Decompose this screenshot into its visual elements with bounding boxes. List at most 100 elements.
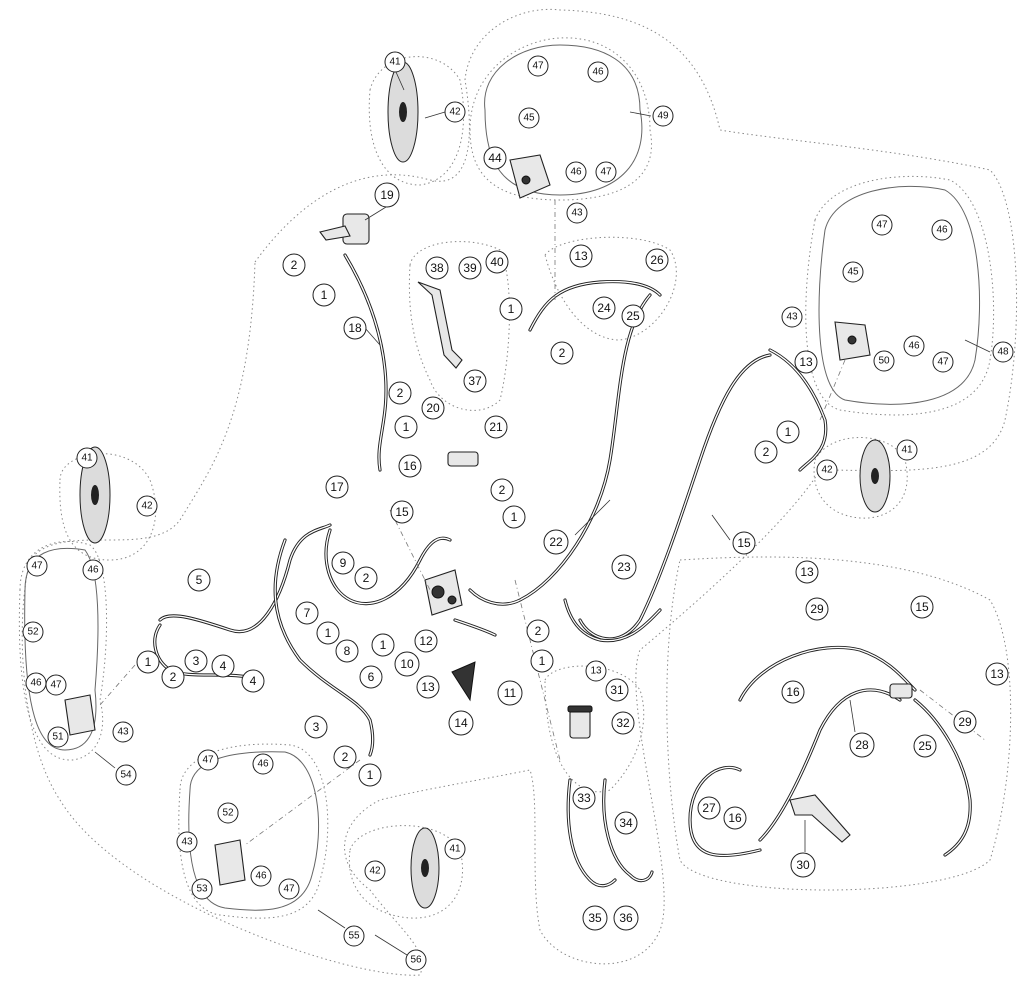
callout-circle	[414, 629, 438, 653]
pipe-13-right	[578, 353, 772, 641]
callout-circle	[112, 721, 134, 743]
disc-right	[859, 439, 891, 513]
callout-number: 23	[617, 560, 631, 574]
callout-number: 29	[810, 602, 824, 616]
leader-42-top	[424, 111, 446, 119]
caliper-53	[214, 839, 246, 886]
callout-47-100: 47	[197, 749, 219, 771]
callout-number: 45	[847, 267, 859, 278]
callout-2-23: 2	[550, 341, 574, 365]
callout-circle	[384, 51, 406, 73]
callout-29-96: 29	[953, 710, 977, 734]
callout-circle	[295, 601, 319, 625]
callout-circle	[913, 734, 937, 758]
callout-number: 32	[616, 716, 630, 730]
callout-2-35: 2	[388, 381, 412, 405]
callout-47-24: 47	[871, 214, 893, 236]
callout-number: 46	[592, 67, 604, 78]
callout-circle	[394, 415, 418, 439]
caliper-44	[509, 154, 551, 199]
callout-number: 43	[117, 727, 129, 738]
callout-number: 2	[535, 624, 542, 638]
callout-5-61: 5	[187, 568, 211, 592]
callout-36-88: 36	[613, 905, 639, 931]
group-outline-top-disc	[368, 56, 465, 186]
callout-number: 41	[389, 57, 401, 68]
callout-41-40: 41	[896, 439, 918, 461]
group-outline-handlebar	[666, 556, 1012, 891]
callout-circle	[47, 726, 69, 748]
callout-number: 44	[488, 151, 502, 165]
callout-number: 1	[380, 638, 387, 652]
bracket-14	[451, 661, 476, 702]
callout-29-90: 29	[805, 597, 829, 621]
callout-16-37: 16	[398, 454, 422, 478]
callout-number: 15	[737, 536, 751, 550]
callout-1-36: 1	[394, 415, 418, 439]
callout-2-39: 2	[754, 440, 778, 464]
callout-46-52: 46	[82, 559, 104, 581]
callout-circle	[374, 182, 400, 208]
callout-51-56: 51	[47, 726, 69, 748]
callout-19-2: 19	[374, 182, 400, 208]
callout-circle	[444, 838, 466, 860]
pipe-6-inner	[274, 539, 374, 756]
callout-number: 41	[449, 844, 461, 855]
callout-number: 29	[958, 715, 972, 729]
callout-35-87: 35	[582, 905, 608, 931]
callout-number: 15	[395, 505, 409, 519]
sub-box-49	[484, 44, 643, 196]
callout-circle	[896, 439, 918, 461]
callout-46-7: 46	[587, 61, 609, 83]
callout-number: 2	[363, 571, 370, 585]
callout-39-15: 39	[458, 256, 482, 280]
pipe-26-inner	[529, 280, 661, 331]
callout-circle	[645, 248, 669, 272]
callout-37-17: 37	[463, 369, 487, 393]
callout-46-25: 46	[931, 219, 953, 241]
callout-circle	[26, 555, 48, 577]
callout-30-99: 30	[790, 852, 816, 878]
callout-13-95: 13	[985, 662, 1009, 686]
callout-circle	[312, 283, 336, 307]
cable-28-inner	[759, 689, 901, 841]
group-outline-left-disc	[59, 453, 157, 561]
callout-circle	[304, 715, 328, 739]
cable-16-inner	[739, 646, 916, 701]
callout-number: 16	[786, 685, 800, 699]
callout-number: 21	[489, 420, 503, 434]
callout-13-89: 13	[795, 560, 819, 584]
pipe-right-upper-inner	[769, 349, 827, 471]
callout-number: 13	[421, 680, 435, 694]
callout-circle	[335, 639, 359, 663]
callout-47-30: 47	[932, 351, 954, 373]
callout-number: 36	[619, 911, 633, 925]
callout-circle	[390, 500, 414, 524]
callout-circle	[816, 459, 838, 481]
callout-number: 25	[918, 739, 932, 753]
callout-number: 49	[657, 111, 669, 122]
callout-circle	[176, 831, 198, 853]
callout-circle	[543, 529, 569, 555]
callout-25-21: 25	[621, 304, 645, 328]
callout-circle	[398, 454, 422, 478]
callout-1-38: 1	[776, 420, 800, 444]
callout-circle	[518, 107, 540, 129]
sub-boxes	[24, 44, 981, 911]
callout-number: 8	[344, 644, 351, 658]
callout-48-31: 48	[992, 341, 1014, 363]
callout-number: 47	[31, 561, 43, 572]
callout-circle	[992, 341, 1014, 363]
callout-1-45: 1	[502, 505, 526, 529]
callout-42-110: 42	[364, 860, 386, 882]
callout-circle	[805, 597, 829, 621]
callout-number: 55	[348, 931, 360, 942]
callout-1-4: 1	[312, 283, 336, 307]
callout-number: 4	[250, 674, 257, 688]
callout-1-81: 1	[358, 763, 382, 787]
callout-circle	[732, 531, 756, 555]
callout-number: 46	[908, 341, 920, 352]
callout-number: 42	[141, 501, 153, 512]
callout-circle	[331, 551, 355, 575]
